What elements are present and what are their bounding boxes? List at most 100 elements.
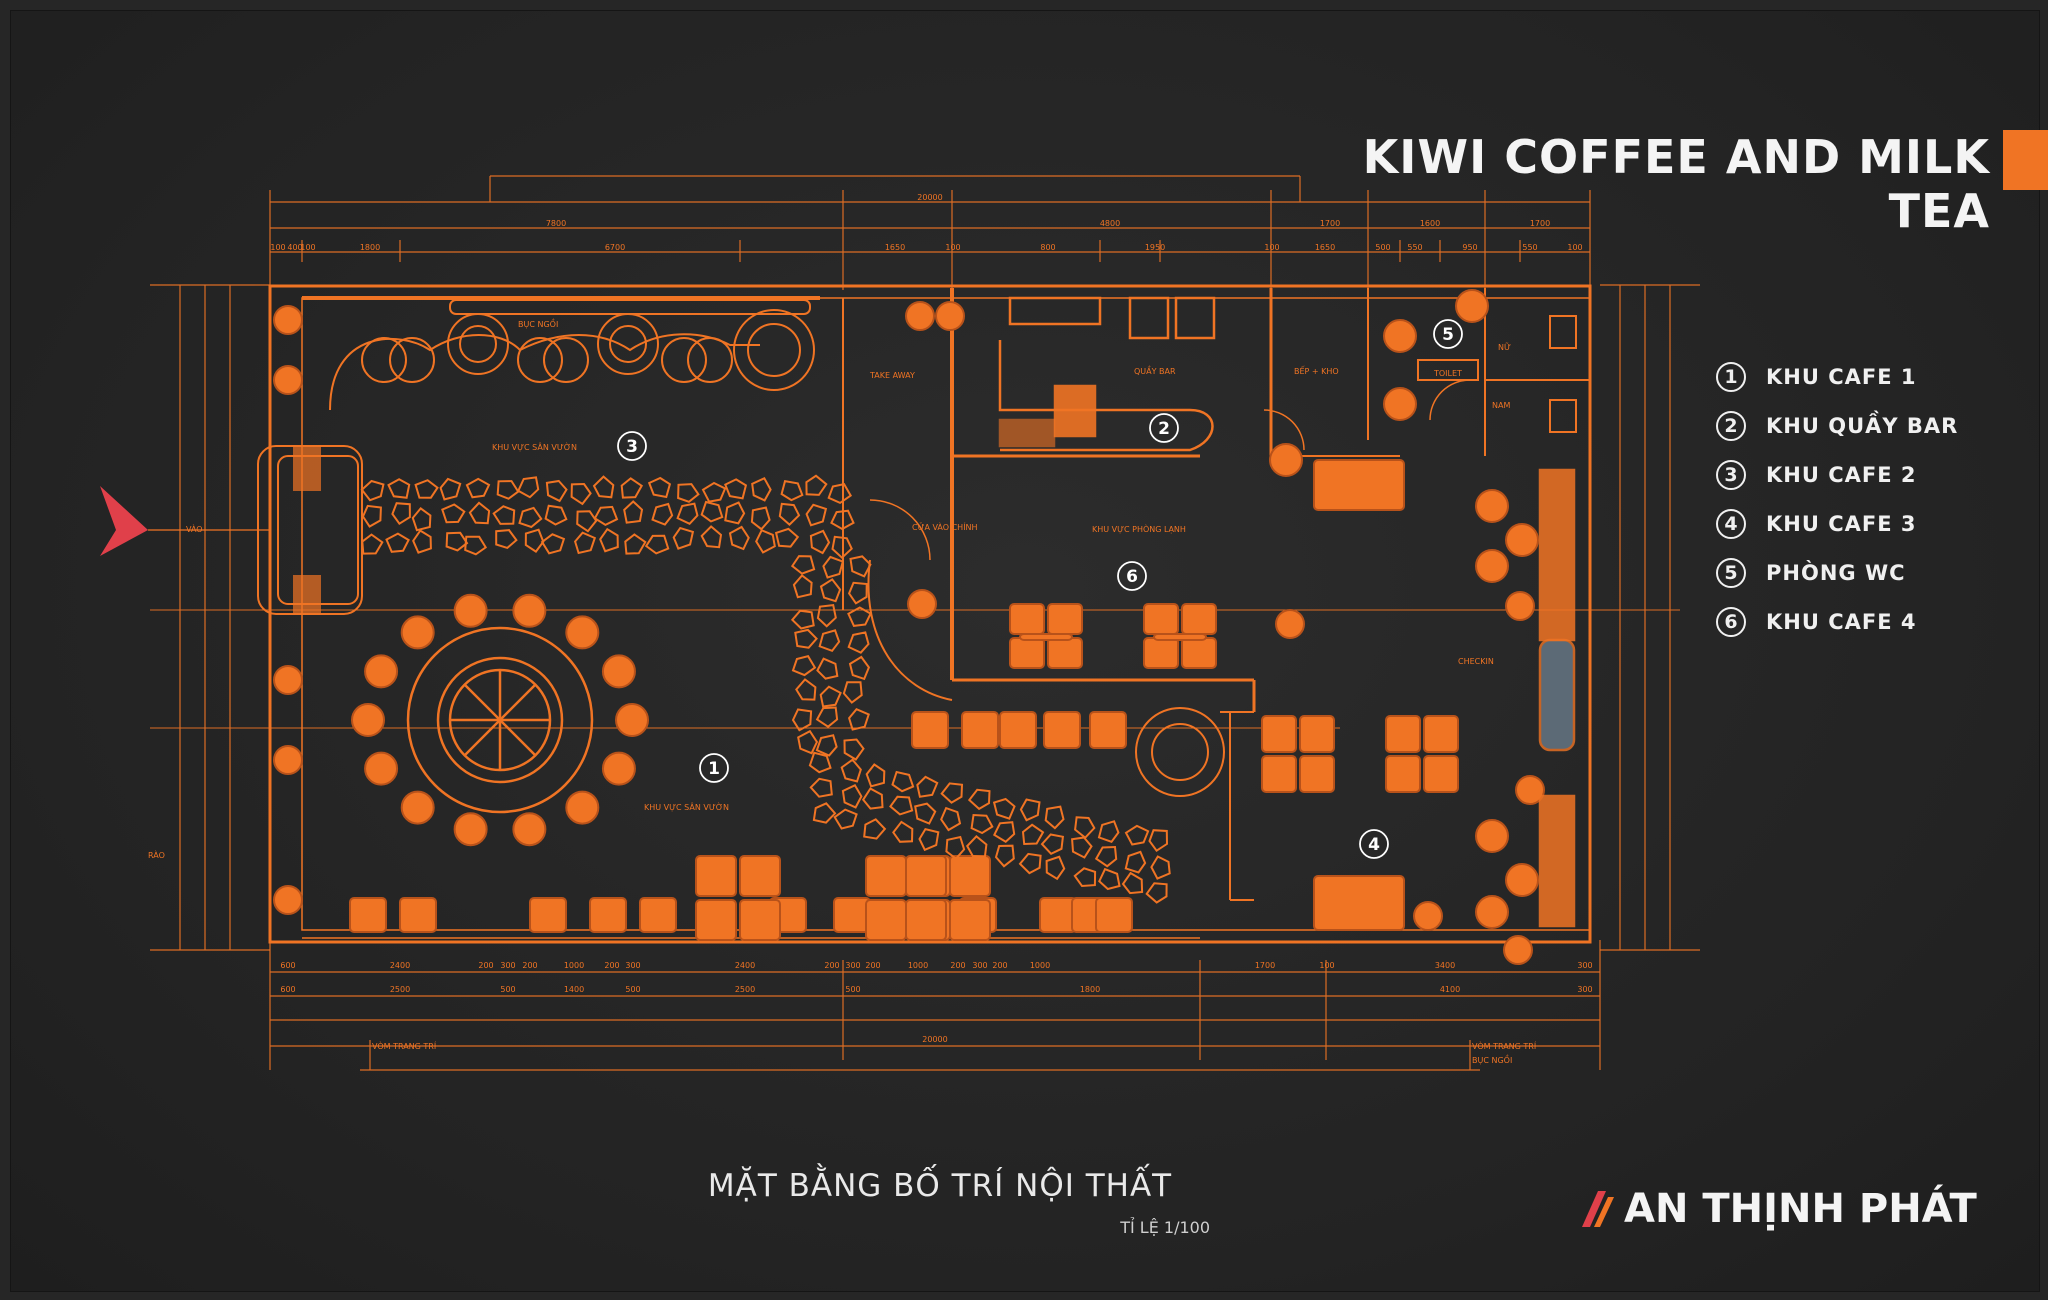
paving-stone [540, 533, 566, 555]
stool [1455, 289, 1489, 323]
paving-stone [1074, 816, 1096, 840]
paving-stone [676, 502, 699, 526]
zone-markers: 1 2 3 4 5 6 [617, 319, 1463, 859]
stool [364, 654, 399, 689]
svg-text:KHU VỰC PHÒNG LẠNH: KHU VỰC PHÒNG LẠNH [1092, 523, 1186, 535]
paving-stone [992, 797, 1016, 820]
paving-stone [1018, 852, 1042, 875]
stool [615, 703, 649, 737]
paving-stone [843, 738, 865, 761]
paving-stone [809, 777, 833, 798]
svg-text:2500: 2500 [390, 985, 410, 994]
paving-stone [945, 835, 966, 861]
svg-text:2400: 2400 [390, 961, 410, 970]
svg-text:1700: 1700 [1530, 219, 1550, 228]
paving-stone [1073, 867, 1097, 888]
svg-text:1: 1 [708, 759, 720, 779]
plant [273, 305, 303, 335]
paving-stone [791, 708, 813, 732]
chair [1039, 897, 1077, 933]
svg-text:300: 300 [500, 961, 515, 970]
stool [351, 703, 385, 737]
paving-stone [847, 581, 868, 605]
paving-stone [464, 535, 488, 556]
paving-stone [495, 529, 518, 550]
paving-stone [624, 533, 647, 555]
chair [589, 897, 627, 933]
paving-stone [994, 844, 1015, 868]
paving-stone [849, 555, 872, 578]
plant [1275, 609, 1305, 639]
stool [601, 654, 636, 689]
paving-stone [724, 501, 746, 525]
stool [1505, 523, 1539, 557]
paving-stone [914, 802, 937, 825]
chair [865, 899, 907, 941]
chair [349, 897, 387, 933]
plant [273, 365, 303, 395]
paving-stone [822, 555, 845, 579]
svg-text:400: 400 [287, 243, 302, 252]
chair [1261, 715, 1297, 753]
project-title: KIWI COFFEE AND MILK TEA [1362, 130, 1990, 238]
legend-number: 6 [1716, 606, 1746, 637]
svg-text:VÀO: VÀO [186, 523, 203, 534]
stool [601, 751, 636, 786]
svg-text:2: 2 [1158, 419, 1170, 439]
paving-stone [805, 474, 828, 496]
plant [935, 301, 965, 331]
svg-text:200: 200 [522, 961, 537, 970]
paving-stone [861, 787, 884, 810]
chair [1095, 897, 1133, 933]
svg-text:800: 800 [1040, 243, 1055, 252]
svg-text:550: 550 [1522, 243, 1537, 252]
paving-stone [916, 775, 939, 798]
table [1019, 633, 1073, 641]
stool [1505, 863, 1539, 897]
svg-text:100: 100 [945, 243, 960, 252]
paving-stone [795, 678, 817, 701]
paving-stone [847, 631, 870, 654]
paving-stone [576, 510, 598, 533]
dimension-lines-top [269, 175, 1591, 290]
svg-text:1000: 1000 [908, 961, 928, 970]
svg-text:200: 200 [950, 961, 965, 970]
svg-text:20000: 20000 [917, 193, 942, 202]
chair [1089, 711, 1127, 749]
paving-stone [593, 505, 619, 527]
svg-text:BẾP + KHO: BẾP + KHO [1294, 365, 1339, 376]
entrance-door [257, 445, 363, 615]
paving-stone [492, 505, 516, 525]
table [1153, 633, 1207, 641]
entrance-arrow-icon [100, 486, 148, 556]
paving-stone [544, 504, 568, 526]
svg-text:950: 950 [1462, 243, 1477, 252]
stool [364, 751, 399, 786]
paving-stone [620, 477, 644, 499]
paving-stone [755, 529, 776, 554]
paving-stone [750, 506, 771, 531]
legend-number: 4 [1716, 508, 1746, 539]
chair [1181, 637, 1217, 669]
svg-text:RÀO: RÀO [148, 849, 165, 860]
paving-stone [672, 526, 695, 550]
paving-stone [414, 479, 439, 499]
chair [529, 897, 567, 933]
chair [1047, 637, 1083, 669]
paving-stone [940, 806, 962, 832]
paving-stone [792, 574, 813, 599]
svg-text:1650: 1650 [1315, 243, 1335, 252]
paving-stone [840, 758, 862, 783]
paving-stone [647, 476, 672, 499]
stool [1475, 489, 1509, 523]
paving-stone [1124, 850, 1147, 874]
legend-number: 5 [1716, 557, 1746, 588]
stool [1269, 443, 1303, 477]
svg-text:600: 600 [280, 985, 295, 994]
paving-stone [1121, 871, 1144, 895]
table-top-right [1313, 459, 1405, 511]
paving-stone [1145, 882, 1168, 904]
